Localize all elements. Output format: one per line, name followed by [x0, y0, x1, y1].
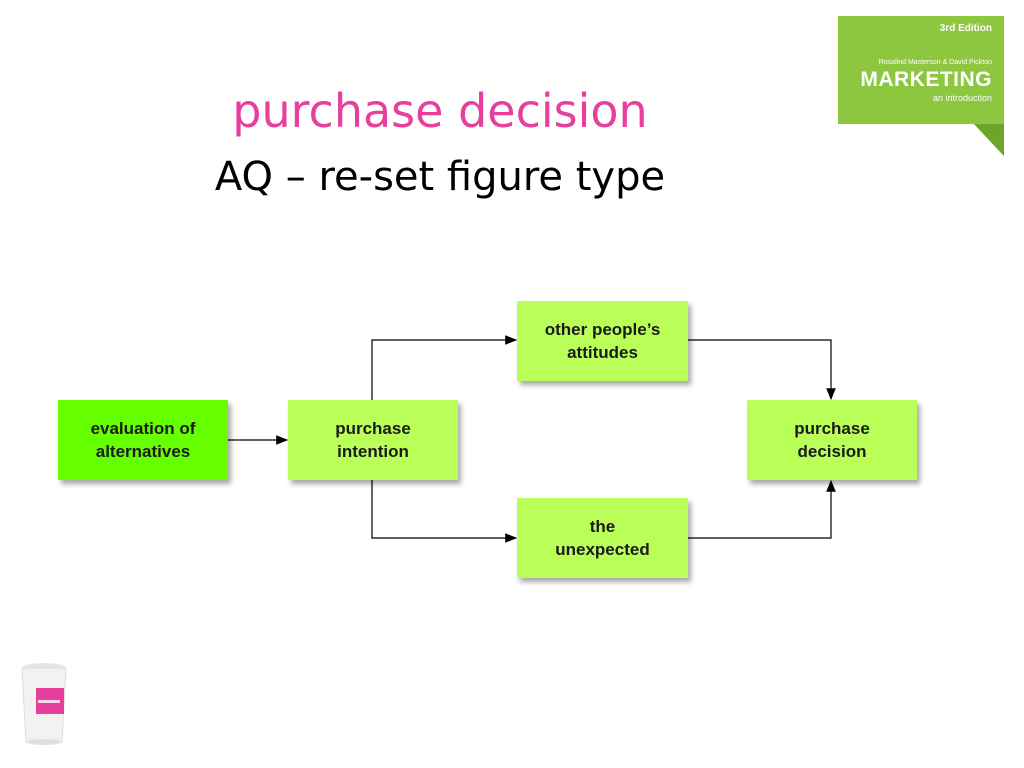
node-decision: purchase decision [747, 400, 917, 480]
badge-background [838, 16, 1004, 156]
coffee-cup-icon [21, 663, 67, 745]
node-intention-label: purchase intention [335, 419, 411, 461]
book-badge: 3rd Edition Rosalind Masterson & David P… [838, 16, 1004, 156]
node-evaluation: evaluation of alternatives [58, 400, 228, 480]
connector-intention-attitudes [371, 335, 518, 400]
node-unexpected-label: the unexpected [555, 517, 650, 559]
badge-authors: Rosalind Masterson & David Pickton [878, 59, 992, 66]
node-intention: purchase intention [288, 400, 458, 480]
connector-intention-unexpected [371, 480, 518, 543]
connector-attitudes-decision [688, 339, 836, 401]
badge-edition: 3rd Edition [939, 23, 992, 34]
node-attitudes: other people’s attitudes [517, 301, 688, 381]
node-attitudes-label: other people’s attitudes [544, 320, 661, 362]
badge-brand: MARKETING [860, 68, 992, 91]
slide-title: purchase decision [232, 84, 648, 138]
node-decision-label: purchase decision [794, 419, 870, 461]
connector-unexpected-decision [688, 479, 836, 539]
slide-subtitle: AQ – re-set figure type [214, 154, 666, 200]
node-evaluation-label: evaluation of alternatives [90, 419, 196, 461]
node-unexpected: the unexpected [517, 498, 688, 578]
badge-tagline: an introduction [932, 93, 992, 103]
